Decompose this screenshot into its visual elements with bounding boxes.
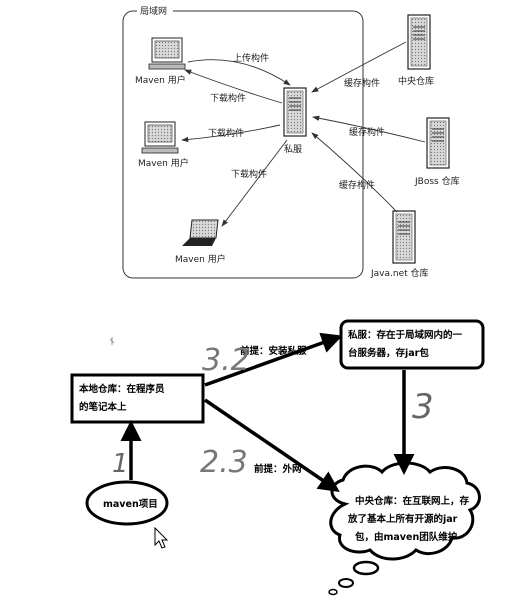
cache-arrow xyxy=(312,115,426,143)
maven-project-node xyxy=(85,480,169,526)
central-repo-cloud xyxy=(329,461,481,561)
private-server-text-line1: 私服：存在于局域网内的一 xyxy=(347,329,463,341)
cloud-tail-bubble xyxy=(352,560,380,576)
central-repo-label: 中央仓库 xyxy=(398,75,434,87)
server-tower-icon xyxy=(407,14,431,70)
local-repo-text-line2: 的笔记本上 xyxy=(79,401,127,413)
download-arrow xyxy=(221,139,288,227)
private-server-box xyxy=(339,319,485,370)
lan-boundary xyxy=(122,10,364,279)
handwritten-step-2-3: 2.3 xyxy=(200,445,248,480)
handwritten-step-3: 3 xyxy=(412,387,434,427)
download-label: 下载构件 xyxy=(231,168,267,180)
jboss-repo-label: JBoss 仓库 xyxy=(414,175,460,187)
maven-user-label: Maven 用户 xyxy=(138,157,189,169)
cache-arrow xyxy=(311,132,398,213)
lan-label: 局域网 xyxy=(140,5,167,17)
central-repo-text-line2: 放了基本上所有开源的jar xyxy=(347,513,458,525)
cache-label: 缓存构件 xyxy=(344,77,380,89)
download-arrow xyxy=(181,124,281,143)
maven-user-label: Maven 用户 xyxy=(175,253,226,265)
local-repo-text-line1: 本地仓库：在程序员 xyxy=(79,383,165,395)
local-repo-box xyxy=(70,373,205,424)
central-repo-text-line3: 包，由maven团队维护 xyxy=(354,531,457,543)
server-tower-icon xyxy=(392,210,416,264)
bottom-flow-diagram: 本地仓库：在程序员 的笔记本上 私服：存在于局域网内的一 台服务器，存jar包 … xyxy=(70,319,485,596)
handwritten-step-1: 1 xyxy=(112,449,129,479)
upload-label: 上传构件 xyxy=(233,52,269,64)
premise-internet-label: 前提：外网 xyxy=(254,463,302,475)
cache-label: 缓存构件 xyxy=(349,126,385,138)
private-server-label: 私服 xyxy=(284,144,302,155)
upload-arrow xyxy=(187,59,291,86)
arrow-local-to-central xyxy=(204,398,340,492)
maven-user-label: Maven 用户 xyxy=(135,74,186,86)
cache-arrow xyxy=(311,41,407,93)
cloud-tail-bubble xyxy=(338,578,354,588)
mouse-cursor-icon xyxy=(154,526,169,549)
download-label: 下载构件 xyxy=(208,127,244,139)
handwritten-mark xyxy=(109,337,115,345)
handwritten-step-3-2: 3.2 xyxy=(202,343,250,378)
cache-label: 缓存构件 xyxy=(339,179,375,191)
javanet-repo-label: Java.net 仓库 xyxy=(370,267,429,279)
premise-install-label: 前提：安装私服 xyxy=(240,345,307,357)
download-label: 下载构件 xyxy=(210,92,246,104)
laptop-icon xyxy=(182,219,219,246)
server-tower-icon xyxy=(426,117,450,169)
maven-project-label: maven项目 xyxy=(103,499,158,510)
download-arrow xyxy=(184,69,283,104)
desktop-computer-icon xyxy=(141,121,179,154)
top-network-diagram: 局域网 Maven 用户 Maven 用户 Maven 用户 xyxy=(122,5,460,279)
server-tower-icon xyxy=(283,87,307,137)
desktop-computer-icon xyxy=(148,37,186,70)
central-repo-text-line1: 中央仓库：在互联网上，存 xyxy=(355,495,470,507)
arrow-local-to-private xyxy=(204,332,343,387)
cloud-tail-bubble xyxy=(328,588,338,596)
private-server-text-line2: 台服务器，存jar包 xyxy=(348,347,429,359)
